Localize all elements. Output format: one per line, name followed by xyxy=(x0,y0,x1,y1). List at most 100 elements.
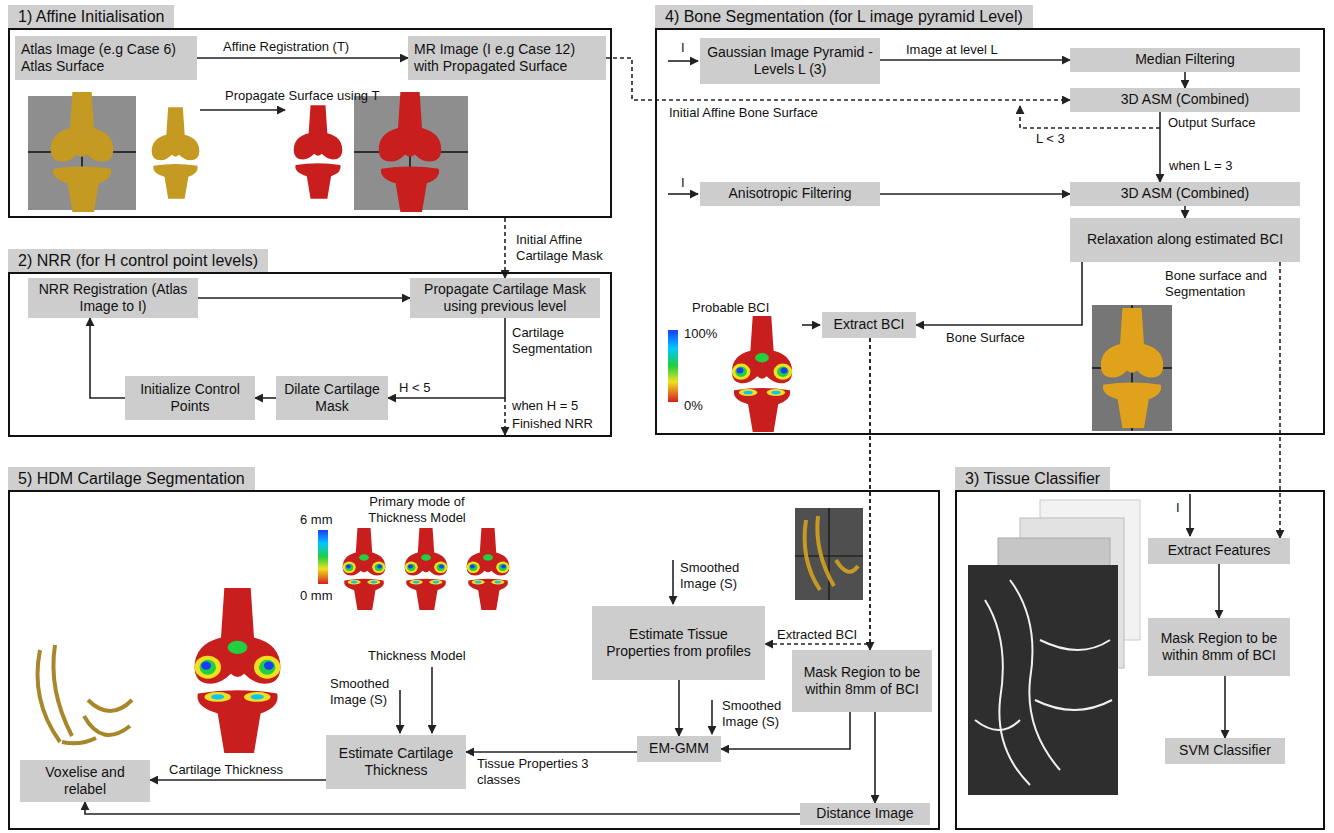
connector xyxy=(916,262,1082,325)
atlas-knee xyxy=(51,92,113,212)
annotation-label: Smoothed Image (S) xyxy=(722,698,792,729)
edge-label-wrap: Tissue Properties 3 classes xyxy=(476,756,603,787)
mri-plane xyxy=(795,508,863,600)
process-box: Estimate Tissue Properties from profiles xyxy=(592,606,765,680)
input-arrow xyxy=(672,560,674,604)
process-box: Atlas Image (e.g Case 6) Atlas Surface xyxy=(15,36,197,80)
panel-heading: 1) Affine Initialisation xyxy=(18,7,164,26)
thickness-knee xyxy=(343,528,386,610)
panel-heading: 5) HDM Cartilage Segmentation xyxy=(18,469,245,488)
annotation-label: Propagate Surface using T xyxy=(225,88,379,104)
annotation-label: 0% xyxy=(684,398,703,414)
mri-plane xyxy=(1092,305,1172,431)
annotation-label: Primary mode of Thickness Model xyxy=(352,494,482,525)
edge-label: Initial Affine Bone Surface xyxy=(669,105,818,121)
extracted-bci xyxy=(805,516,858,590)
connector xyxy=(150,779,326,781)
panel: 4) Bone Segmentation (for L image pyrami… xyxy=(655,28,1325,435)
box-text: Dilate Cartilage Mask xyxy=(282,381,382,416)
annotation-label-wrap: Smoothed Image (S) xyxy=(722,698,792,729)
panel-heading-tab: 5) HDM Cartilage Segmentation xyxy=(8,467,255,490)
arrow xyxy=(802,324,820,326)
box-text: Anisotropic Filtering xyxy=(729,185,852,203)
panel-heading: 2) NRR (for H control point levels) xyxy=(18,251,258,270)
box-text: Extract BCI xyxy=(834,316,905,334)
annotation-label: Finished NRR xyxy=(512,416,593,432)
input-arrow xyxy=(711,700,713,734)
annotation-label: I xyxy=(681,175,685,191)
process-box: Mask Region to be within 8mm of BCI xyxy=(792,650,932,712)
annotation-label-wrap: I xyxy=(1176,500,1180,516)
box-text: 3D ASM (Combined) xyxy=(1121,91,1249,109)
panel: 5) HDM Cartilage SegmentationEstimate Ti… xyxy=(8,490,940,830)
thickness-colour xyxy=(405,554,448,584)
edge-label-wrap: H < 5 xyxy=(398,380,431,396)
annotation-label: 0 mm xyxy=(300,588,333,604)
process-box: Mask Region to be within 8mm of BCI xyxy=(1148,618,1290,676)
box-text: Gaussian Image Pyramid - Levels L (3) xyxy=(706,44,874,79)
connector xyxy=(466,751,637,753)
annotation-label-wrap: I xyxy=(681,175,685,191)
annotation-label: Thickness Model xyxy=(368,648,466,664)
box-text: Extract Features xyxy=(1168,542,1271,560)
annotation-label: when H = 5 xyxy=(512,398,578,414)
colour-bar xyxy=(318,530,328,584)
connector xyxy=(678,680,680,736)
panel-heading-tab: 2) NRR (for H control point levels) xyxy=(8,249,268,272)
annotation-label-wrap: when H = 5 xyxy=(512,398,578,414)
edge-label-wrap: when L = 3 xyxy=(1168,158,1233,174)
connector xyxy=(1184,206,1186,218)
cartilage-result xyxy=(38,645,133,743)
process-box: Anisotropic Filtering xyxy=(700,182,880,206)
exit-arrow xyxy=(504,398,506,435)
annotation-label-wrap: Bone surface and Segmentation xyxy=(1165,268,1273,299)
thickness-knee xyxy=(467,528,510,610)
connector xyxy=(198,297,410,299)
annotation-label-wrap: Smoothed Image (S) xyxy=(330,676,396,707)
plane-outline xyxy=(795,508,863,600)
box-text: Median Filtering xyxy=(1135,51,1235,69)
box-text: Relaxation along estimated BCI xyxy=(1087,231,1283,249)
plane-outline xyxy=(1092,305,1172,431)
connector xyxy=(85,802,800,814)
annotation-label: 100% xyxy=(684,326,717,342)
edge-label-wrap: Affine Registration (T) xyxy=(222,39,350,55)
annotation-label-wrap: Probable BCI xyxy=(692,300,769,316)
process-box: Distance Image xyxy=(800,803,930,825)
box-text: Estimate Tissue Properties from profiles xyxy=(598,626,759,661)
panel-heading-tab: 4) Bone Segmentation (for L image pyrami… xyxy=(655,5,1033,28)
connector xyxy=(880,59,1070,61)
annotation-label: Probable BCI xyxy=(692,300,769,316)
input-arrow xyxy=(431,667,433,733)
annotation-label: Smoothed Image (S) xyxy=(330,676,396,707)
input-arrow xyxy=(1189,494,1191,536)
connector xyxy=(1159,112,1161,182)
connector xyxy=(255,397,276,399)
annotation-label: I xyxy=(681,40,685,56)
process-box: NRR Registration (Atlas Image to I) xyxy=(28,278,198,318)
annotation-label-wrap: Thickness Model xyxy=(368,648,466,664)
box-text: Estimate Cartilage Thickness xyxy=(332,745,460,780)
thickness-colour xyxy=(195,641,281,702)
annotation-label-wrap: I xyxy=(681,40,685,56)
box-text: Voxelise and relabel xyxy=(26,764,144,799)
annotation-label-wrap: L < 3 xyxy=(1036,131,1065,147)
process-box: Voxelise and relabel xyxy=(20,760,150,802)
box-text: NRR Registration (Atlas Image to I) xyxy=(34,281,192,316)
bci-probability xyxy=(732,353,792,396)
annotation-label: Cartilage Segmentation xyxy=(512,325,607,356)
annotation-label-wrap: Propagate Surface using T xyxy=(225,88,379,104)
annotation-label-wrap: Cartilage Segmentation xyxy=(512,325,607,356)
process-box: Extract BCI xyxy=(822,312,916,338)
process-box: Extract Features xyxy=(1148,538,1290,564)
panel-heading: 3) Tissue Classifier xyxy=(965,469,1100,488)
panel-heading-tab: 1) Affine Initialisation xyxy=(8,5,174,28)
connector xyxy=(504,218,506,278)
edge-label: Initial Affine Cartilage Mask xyxy=(516,232,616,263)
process-box: Median Filtering xyxy=(1070,48,1300,72)
atlas-surface xyxy=(152,107,200,199)
box-text: Atlas Image (e.g Case 6) Atlas Surface xyxy=(21,41,191,76)
edge-label-wrap: Cartilage Thickness xyxy=(168,762,284,778)
box-text: Distance Image xyxy=(816,805,913,823)
